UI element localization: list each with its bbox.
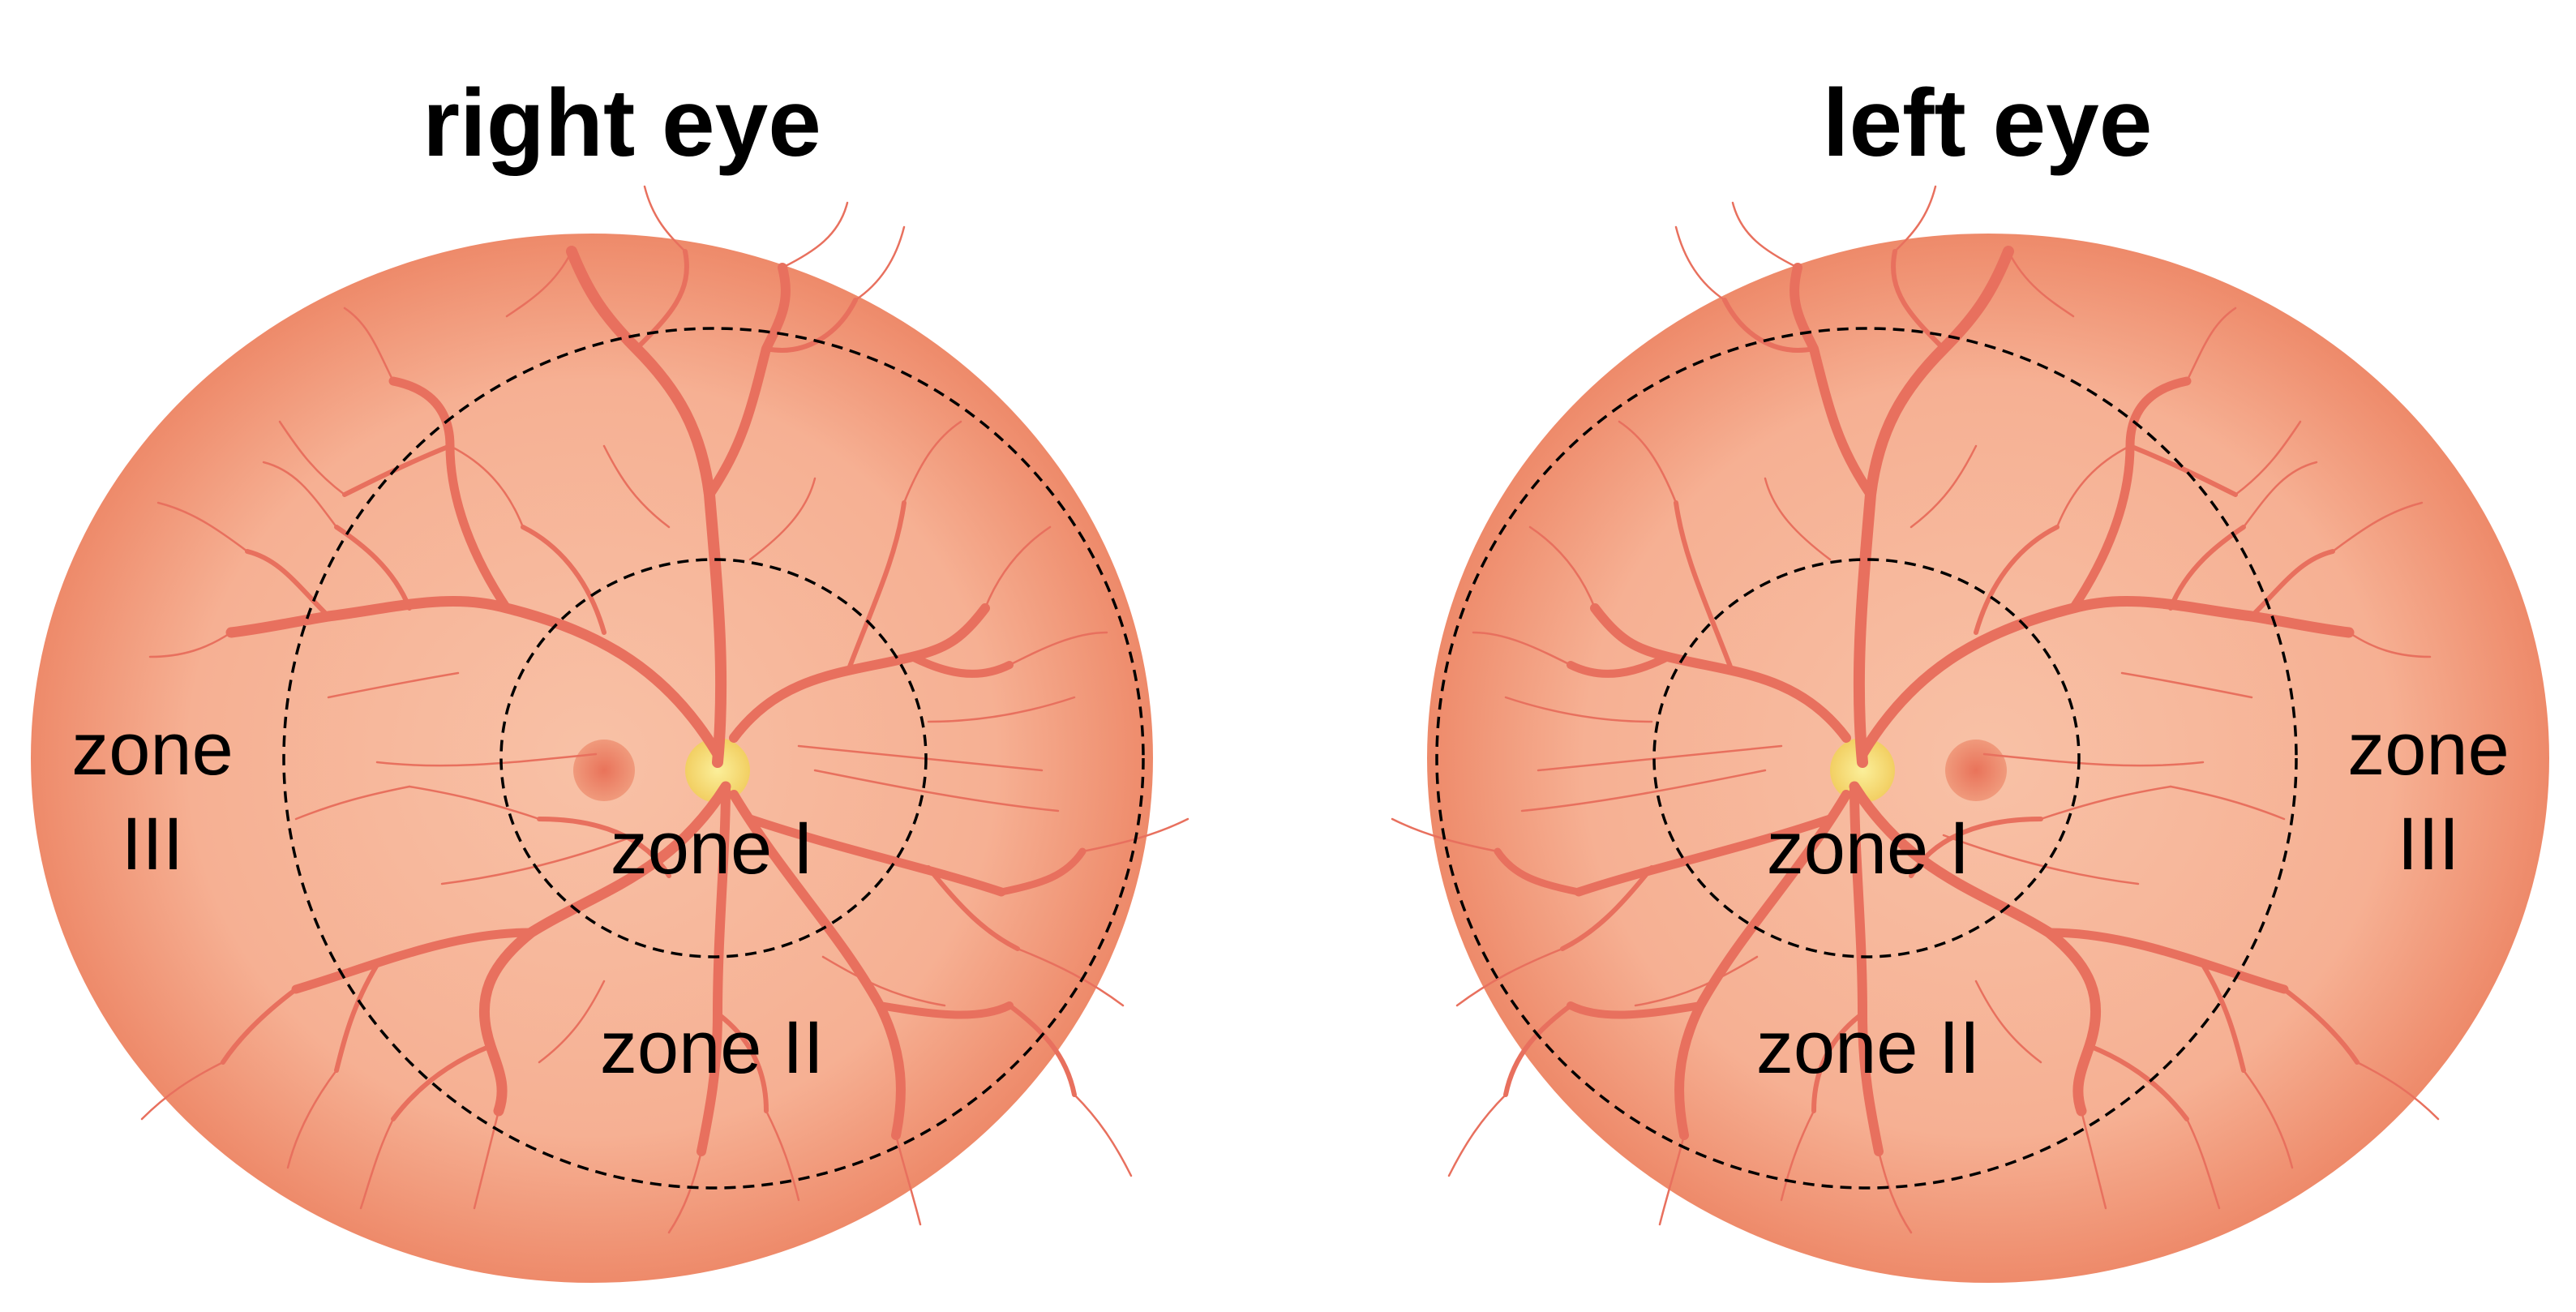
zone-one-boundary: [1652, 558, 2081, 958]
zone-three-numeral: III: [2398, 803, 2460, 885]
right-eye-diagram: right eye zone I zone II zone III: [31, 70, 1188, 1283]
zone-two-boundary: [1435, 327, 2298, 1190]
macula-icon: [1945, 740, 2007, 801]
zone-two-boundary: [282, 327, 1145, 1190]
zone-three-label: zone: [71, 708, 234, 791]
zone-three-label: zone: [2347, 708, 2510, 791]
macula-icon: [573, 740, 635, 801]
zone-two-label: zone II: [1756, 1006, 1980, 1089]
left-eye-diagram: left eye zone I zone II zone III: [1392, 70, 2549, 1283]
zone-one-boundary: [499, 558, 928, 958]
left-eye-fundus: [1392, 187, 2549, 1283]
zone-one-label: zone I: [1767, 807, 1970, 890]
zone-two-label: zone II: [600, 1006, 824, 1089]
zone-three-numeral: III: [122, 803, 184, 885]
optic-disc-icon: [685, 738, 750, 803]
left-eye-title: left eye: [1823, 70, 2153, 177]
right-eye-title: right eye: [422, 70, 821, 177]
right-eye-fundus: [31, 187, 1188, 1283]
optic-disc-icon: [1830, 738, 1895, 803]
zone-one-label: zone I: [611, 807, 814, 890]
